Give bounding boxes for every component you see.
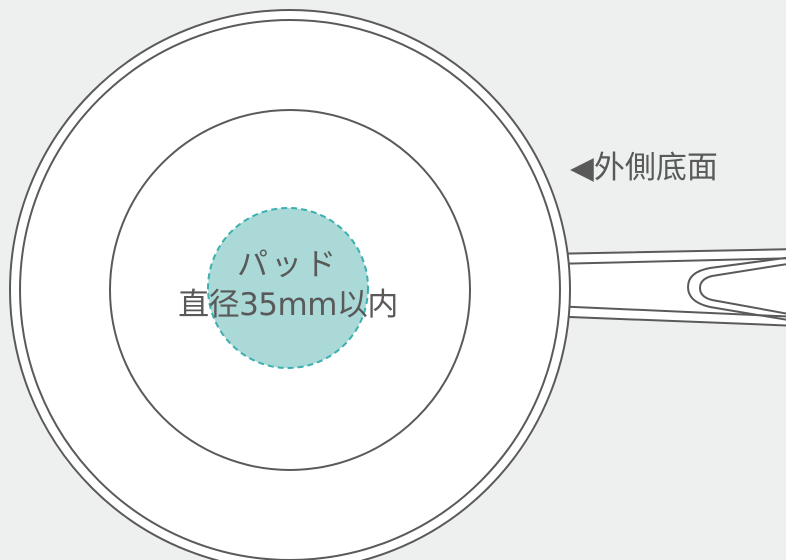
pad-label: パッド [237,247,339,283]
pan-inner-rim [19,19,561,560]
outer-bottom-label: ◀外側底面 [570,150,718,186]
pad-area-circle [207,207,369,369]
handle-hang-hole [686,256,786,321]
pad-size-label: 直径35mm以内 [178,287,398,323]
pan-bottom-circle [109,109,471,471]
pan-handle [544,248,786,327]
